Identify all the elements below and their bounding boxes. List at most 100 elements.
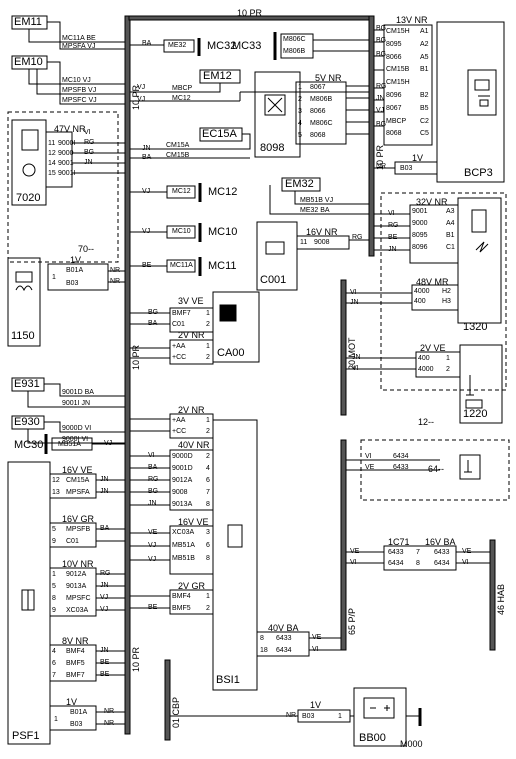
pin-cell: B03 bbox=[400, 165, 413, 172]
wire-color: NR bbox=[104, 708, 115, 715]
wire-label: MC10 bbox=[172, 228, 191, 235]
pin-cell: 2 bbox=[206, 354, 210, 361]
pin-cell: 3 bbox=[298, 108, 302, 115]
pin-cell: 8 bbox=[416, 560, 420, 567]
thermometer-icon bbox=[464, 460, 472, 473]
pin-cell: 8067 bbox=[386, 104, 402, 112]
wire-color: VI bbox=[350, 289, 357, 296]
wire-color: NR bbox=[110, 278, 121, 285]
pin-cell: 2 bbox=[206, 453, 210, 460]
pin-cell: 1 bbox=[52, 571, 56, 578]
pin-cell: BMF4 bbox=[66, 648, 85, 655]
pin-cell: 6433 bbox=[393, 464, 409, 471]
wire-color: JN bbox=[376, 95, 385, 102]
pin-cell: MPSFA bbox=[66, 489, 90, 496]
pin-cell: BMF5 bbox=[66, 660, 85, 667]
pin-cell: 18 bbox=[260, 647, 268, 654]
pin-cell: XC03A bbox=[66, 607, 89, 614]
wire-label: MPSFA VJ bbox=[62, 43, 96, 50]
wire-color: RG bbox=[376, 83, 387, 90]
pin-cell: 9 bbox=[52, 538, 56, 545]
pin-cell: 1 bbox=[52, 274, 56, 281]
wire-color: RG bbox=[148, 476, 159, 483]
pin-cell: 9001I bbox=[58, 170, 76, 177]
pin-cell: 8068 bbox=[310, 132, 326, 139]
bus-label-c: 10 PR bbox=[131, 646, 141, 672]
top-bus-label: 10 PR bbox=[237, 8, 263, 18]
47v-label: 47V NR bbox=[54, 124, 86, 134]
1150-label: 1150 bbox=[11, 330, 35, 342]
pin-cell: VI bbox=[365, 453, 372, 460]
pin-cell: B03 bbox=[70, 721, 83, 728]
pin-cell: 8067 bbox=[310, 84, 326, 91]
wire-label: 9000I VI bbox=[62, 436, 89, 443]
wire-color: VI bbox=[312, 646, 319, 653]
wire-color: BG bbox=[376, 25, 387, 32]
module-icon bbox=[227, 524, 243, 548]
pin-cell: 8066 bbox=[386, 53, 402, 61]
pin-cell: 1 bbox=[298, 84, 302, 91]
wire-label: MPSFC VJ bbox=[62, 97, 97, 104]
wire-label: MB51A bbox=[58, 441, 81, 448]
pin-cell: 2 bbox=[206, 428, 210, 435]
pin-cell: C01 bbox=[66, 538, 79, 545]
pin-cell: 8096 bbox=[412, 244, 428, 251]
wire-color: VE bbox=[462, 548, 472, 555]
bcp3-pinblock bbox=[383, 24, 433, 146]
pin-cell: 6433 bbox=[388, 549, 404, 556]
3v-label: 3V VE bbox=[178, 296, 204, 306]
pin-cell: M806C bbox=[310, 120, 333, 127]
wire-color: BA bbox=[142, 40, 152, 47]
wire-label: MC10 VJ bbox=[62, 77, 91, 84]
wire-label: ME32 bbox=[168, 42, 187, 49]
wire-color: VJ bbox=[100, 594, 109, 601]
em32-label: EM32 bbox=[285, 178, 314, 190]
pin-cell: +AA bbox=[172, 343, 186, 350]
wire-color: VI bbox=[148, 452, 155, 459]
pin-cell: 9 bbox=[52, 607, 56, 614]
pin-cell: 6434 bbox=[393, 453, 409, 460]
wire-label: M806B bbox=[283, 48, 306, 55]
wire-label: CM15B bbox=[166, 152, 190, 159]
wire-color: RG bbox=[84, 139, 95, 146]
wire-color: RG bbox=[352, 234, 363, 241]
pin-cell: 7 bbox=[52, 672, 56, 679]
pin-cell: 15 bbox=[48, 170, 56, 177]
pin-cell: MBCP bbox=[386, 117, 407, 125]
pin-cell: CM15H bbox=[386, 28, 410, 35]
mc10-label: MC10 bbox=[208, 226, 238, 238]
pin-cell: XC03A bbox=[172, 529, 195, 536]
pin-cell: 9001 bbox=[58, 160, 74, 167]
wire-label: 9001I JN bbox=[62, 400, 91, 407]
pin-cell: 1 bbox=[54, 716, 58, 723]
pin-cell: 8068 bbox=[386, 130, 402, 138]
pin-cell: CM15B bbox=[386, 66, 410, 74]
pin-cell: 6434 bbox=[276, 647, 292, 654]
mc12-label: MC12 bbox=[208, 186, 238, 198]
7020-label: 7020 bbox=[16, 192, 41, 204]
wire-color: JN bbox=[352, 354, 361, 361]
pin-cell: 5 bbox=[298, 132, 302, 139]
wire-color: VJ bbox=[137, 84, 146, 91]
pin-cell: BMF7 bbox=[66, 672, 85, 679]
ref-12: 12-- bbox=[418, 417, 435, 427]
m000-label: M000 bbox=[400, 739, 423, 749]
mc30-label: MC30 bbox=[14, 439, 44, 451]
wire-label: MC11A BE bbox=[62, 35, 96, 42]
wire-label: MC12 bbox=[172, 188, 191, 195]
wire-color: VJ bbox=[100, 606, 109, 613]
mc33-label: MC33 bbox=[232, 40, 262, 52]
psf1-label: PSF1 bbox=[12, 730, 40, 742]
pin-cell: BMF5 bbox=[172, 605, 191, 612]
wire-color: JN bbox=[100, 488, 109, 495]
wire-color: VI bbox=[352, 365, 359, 372]
pin-cell: 9000I bbox=[58, 140, 76, 147]
wire-color: BA bbox=[100, 525, 110, 532]
pin-cell: 7 bbox=[416, 549, 420, 556]
16v-psf-label: 16V VE bbox=[62, 465, 93, 475]
16vba-label: 16V BA bbox=[425, 537, 456, 547]
16vgr-label: 16V GR bbox=[62, 514, 95, 524]
fuse-icon bbox=[21, 589, 35, 611]
pin-cell: 1 bbox=[206, 593, 210, 600]
pin-cell: B03 bbox=[302, 713, 315, 720]
